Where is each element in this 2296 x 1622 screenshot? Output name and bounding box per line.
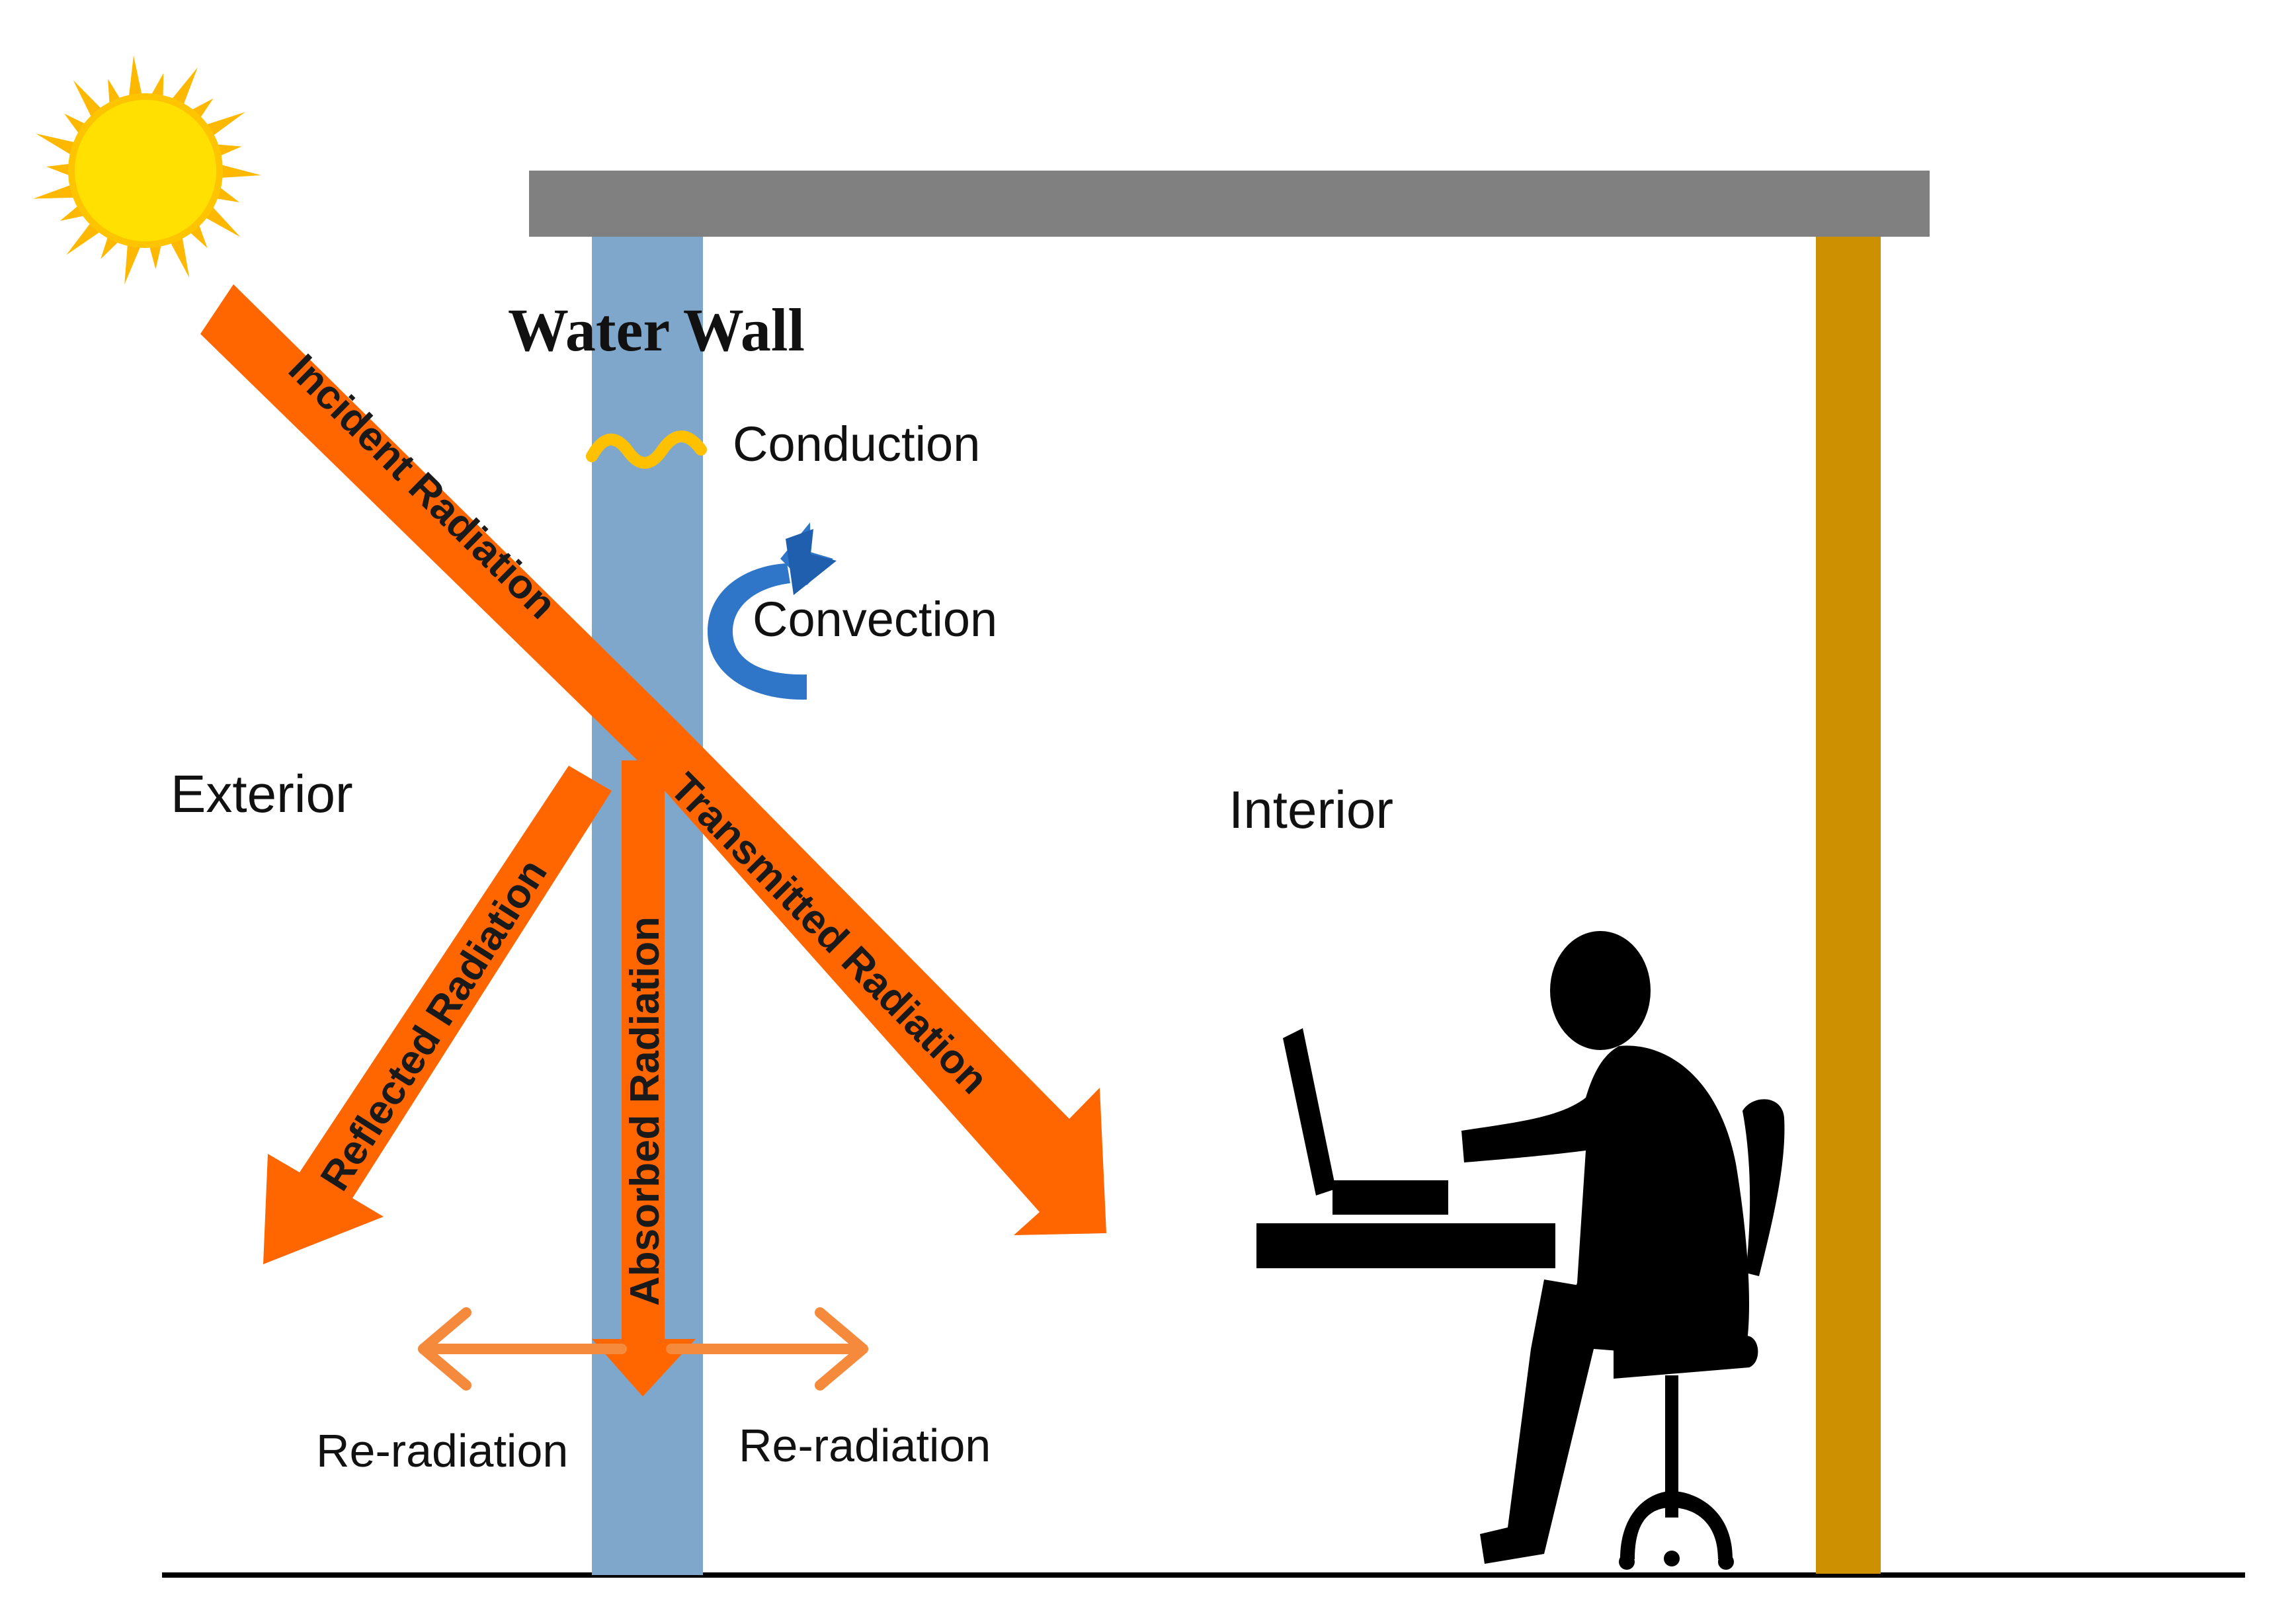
absorbed-radiation-label: Absorbed Radiation (622, 916, 668, 1306)
interior-label: Interior (1229, 780, 1393, 839)
exterior-label: Exterior (171, 764, 353, 823)
reradiation-left-arrow (418, 1307, 627, 1391)
transmitted-radiation-arrow (639, 722, 1106, 1235)
incident-radiation-label: Incident Radiation (280, 346, 565, 628)
sun-icon (33, 55, 261, 285)
curved-arrow-icon (708, 522, 837, 700)
water-wall-title: Water Wall (508, 296, 805, 364)
reflected-radiation-arrow (263, 766, 612, 1264)
sun-ray (124, 237, 144, 285)
reradiation-arrows (418, 1307, 868, 1391)
roof-slab (529, 171, 1930, 237)
absorbed-radiation-arrow (592, 760, 696, 1397)
reradiation-left-label: Re-radiation (316, 1425, 568, 1477)
transmitted-radiation-label: Transmitted Radiation (661, 764, 997, 1102)
conduction-label: Conduction (733, 417, 980, 471)
radiation-arrows (200, 284, 1106, 1397)
person-at-laptop-icon (1256, 931, 1785, 1570)
sun-ray (214, 163, 261, 179)
incident-radiation-arrow (200, 284, 678, 762)
wavy-line-icon (586, 430, 707, 469)
interior-wall (1816, 237, 1881, 1574)
reradiation-right-arrow (666, 1307, 868, 1391)
convection-label: Convection (753, 592, 997, 647)
reflected-radiation-label: Reflected Radiation (312, 851, 556, 1198)
sun-ray (128, 55, 144, 104)
sun-ray (36, 134, 82, 159)
sun-ray (33, 182, 82, 199)
reradiation-right-label: Re-radiation (739, 1420, 991, 1471)
